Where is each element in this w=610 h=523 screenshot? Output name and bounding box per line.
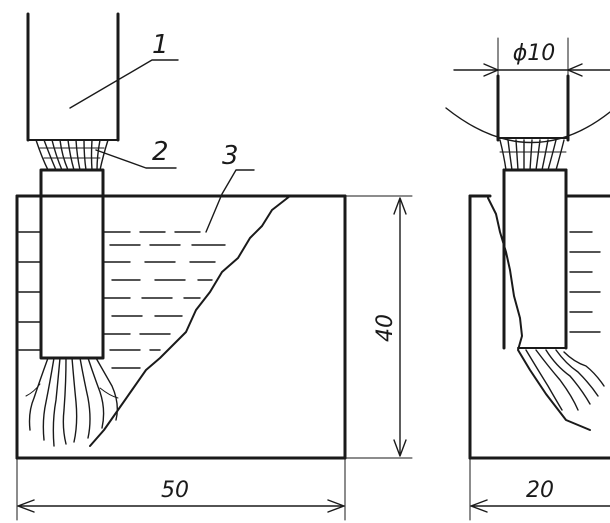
- diameter-dimension-label: ϕ10: [513, 41, 556, 66]
- vessel-outline: [15, 194, 347, 460]
- thickness-dimension: [469, 457, 610, 521]
- discharge-streamers: [25, 357, 119, 447]
- callout-3: 3: [222, 141, 239, 171]
- side-view: ϕ10: [445, 37, 610, 521]
- thickness-dimension-label: 20: [526, 478, 554, 503]
- arc-filaments: [35, 139, 109, 171]
- diameter-dimension: [453, 37, 610, 81]
- callout-leaders: [69, 59, 255, 233]
- liquid-hatching: [18, 231, 226, 369]
- height-dimension: [344, 195, 413, 459]
- inner-electrode-block: [39, 168, 105, 360]
- electrode-rod: [26, 12, 120, 142]
- width-dimension: [16, 457, 346, 521]
- side-liquid-hatching: [569, 231, 601, 333]
- section-break-line: [89, 195, 291, 447]
- side-rod: [496, 74, 570, 142]
- width-dimension-label: 50: [161, 478, 189, 503]
- side-filaments: [499, 139, 567, 171]
- side-discharge-streamers: [525, 349, 605, 411]
- side-arc-curve: [445, 107, 610, 144]
- height-dimension-label: 40: [373, 314, 398, 342]
- front-view: 40 50 1 2 3: [15, 12, 413, 521]
- callout-1: 1: [152, 30, 169, 60]
- side-vessel-outline: [468, 194, 610, 460]
- side-inner-block: [502, 168, 568, 350]
- callout-2: 2: [152, 137, 169, 167]
- side-break-line: [487, 197, 591, 431]
